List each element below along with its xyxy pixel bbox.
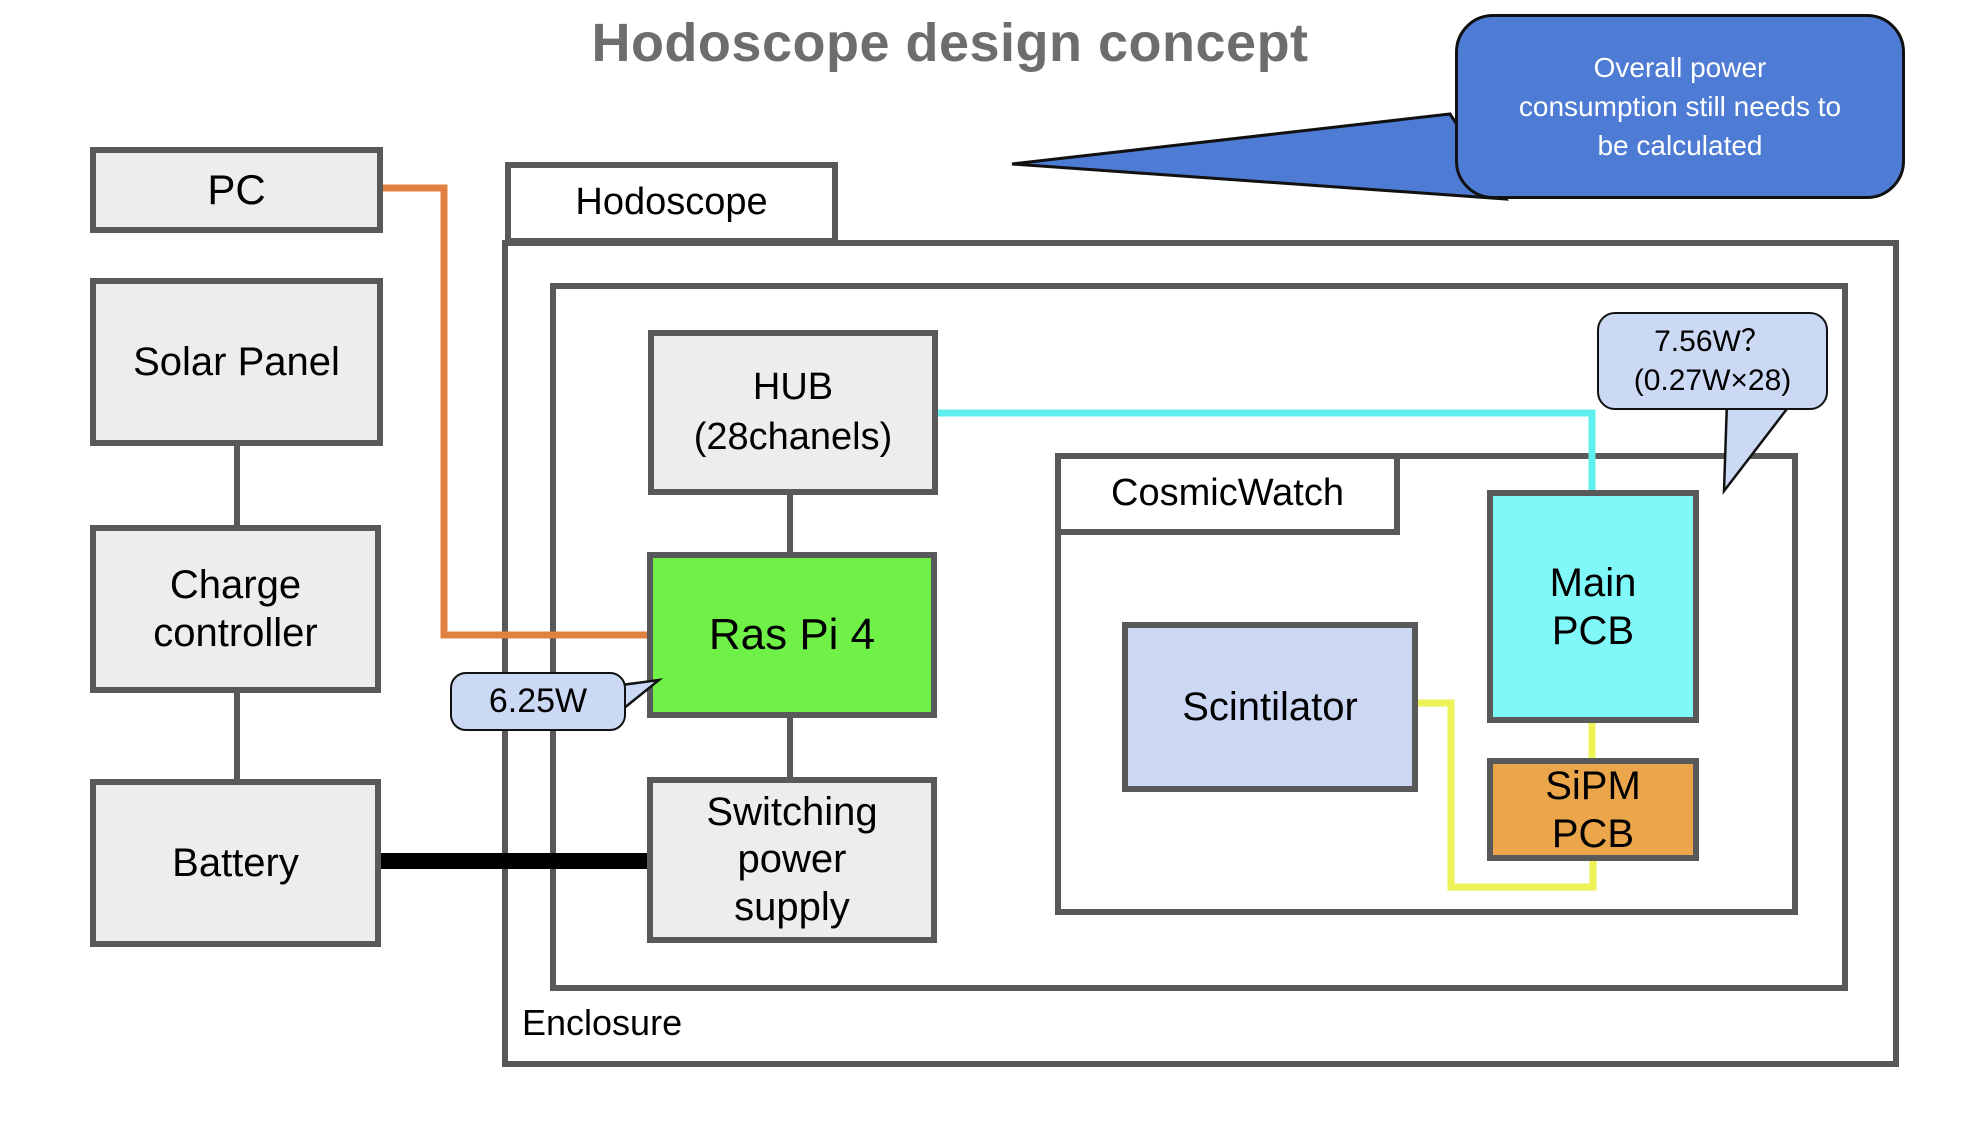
sipm-pcb-box: SiPM PCB (1487, 758, 1699, 861)
charge-controller-box: Charge controller (90, 525, 381, 693)
hub-power-callout-text: 7.56W？ (0.27W×28) (1633, 325, 1792, 397)
raspi-power-callout-text: 6.25W (488, 682, 588, 720)
solar-panel-box: Solar Panel (90, 278, 383, 446)
solar-panel-label: Solar Panel (133, 340, 340, 384)
pc-label: PC (207, 165, 266, 213)
hub-label: HUB (28chanels) (693, 366, 893, 458)
hodoscope-title-box: Hodoscope (505, 162, 838, 244)
ras-pi-box: Ras Pi 4 (647, 552, 937, 718)
pc-box: PC (90, 147, 383, 233)
cosmicwatch-label: CosmicWatch (1111, 472, 1344, 515)
battery-label: Battery (172, 841, 299, 885)
scintilator-box: Scintilator (1122, 622, 1418, 792)
ras-pi-label: Ras Pi 4 (708, 609, 876, 659)
enclosure-label: Enclosure (522, 1002, 683, 1043)
hodoscope-label: Hodoscope (575, 181, 768, 224)
main-pcb-box: Main PCB (1487, 490, 1699, 723)
diagram-title: Hodoscope design concept (591, 13, 1309, 73)
battery-box: Battery (90, 779, 381, 947)
charge-controller-label: Charge controller (153, 563, 318, 655)
sipm-pcb-label: SiPM PCB (1545, 763, 1641, 856)
hub-power-callout: 7.56W？ (0.27W×28) (1597, 312, 1828, 410)
raspi-power-callout: 6.25W (450, 672, 626, 731)
switching-power-supply-box: Switching power supply (647, 777, 937, 943)
switching-power-supply-label: Switching power supply (706, 790, 878, 929)
overall-power-callout: Overall power consumption still needs to… (1455, 14, 1905, 199)
hub-box: HUB (28chanels) (648, 330, 938, 495)
cosmicwatch-title-box: CosmicWatch (1055, 453, 1400, 535)
overall-callout-tail (1011, 112, 1509, 201)
scintilator-label: Scintilator (1182, 685, 1358, 729)
main-pcb-label: Main PCB (1549, 560, 1637, 653)
overall-power-callout-text: Overall power consumption still needs to… (1518, 51, 1842, 162)
enclosure-outline (502, 240, 1899, 1067)
